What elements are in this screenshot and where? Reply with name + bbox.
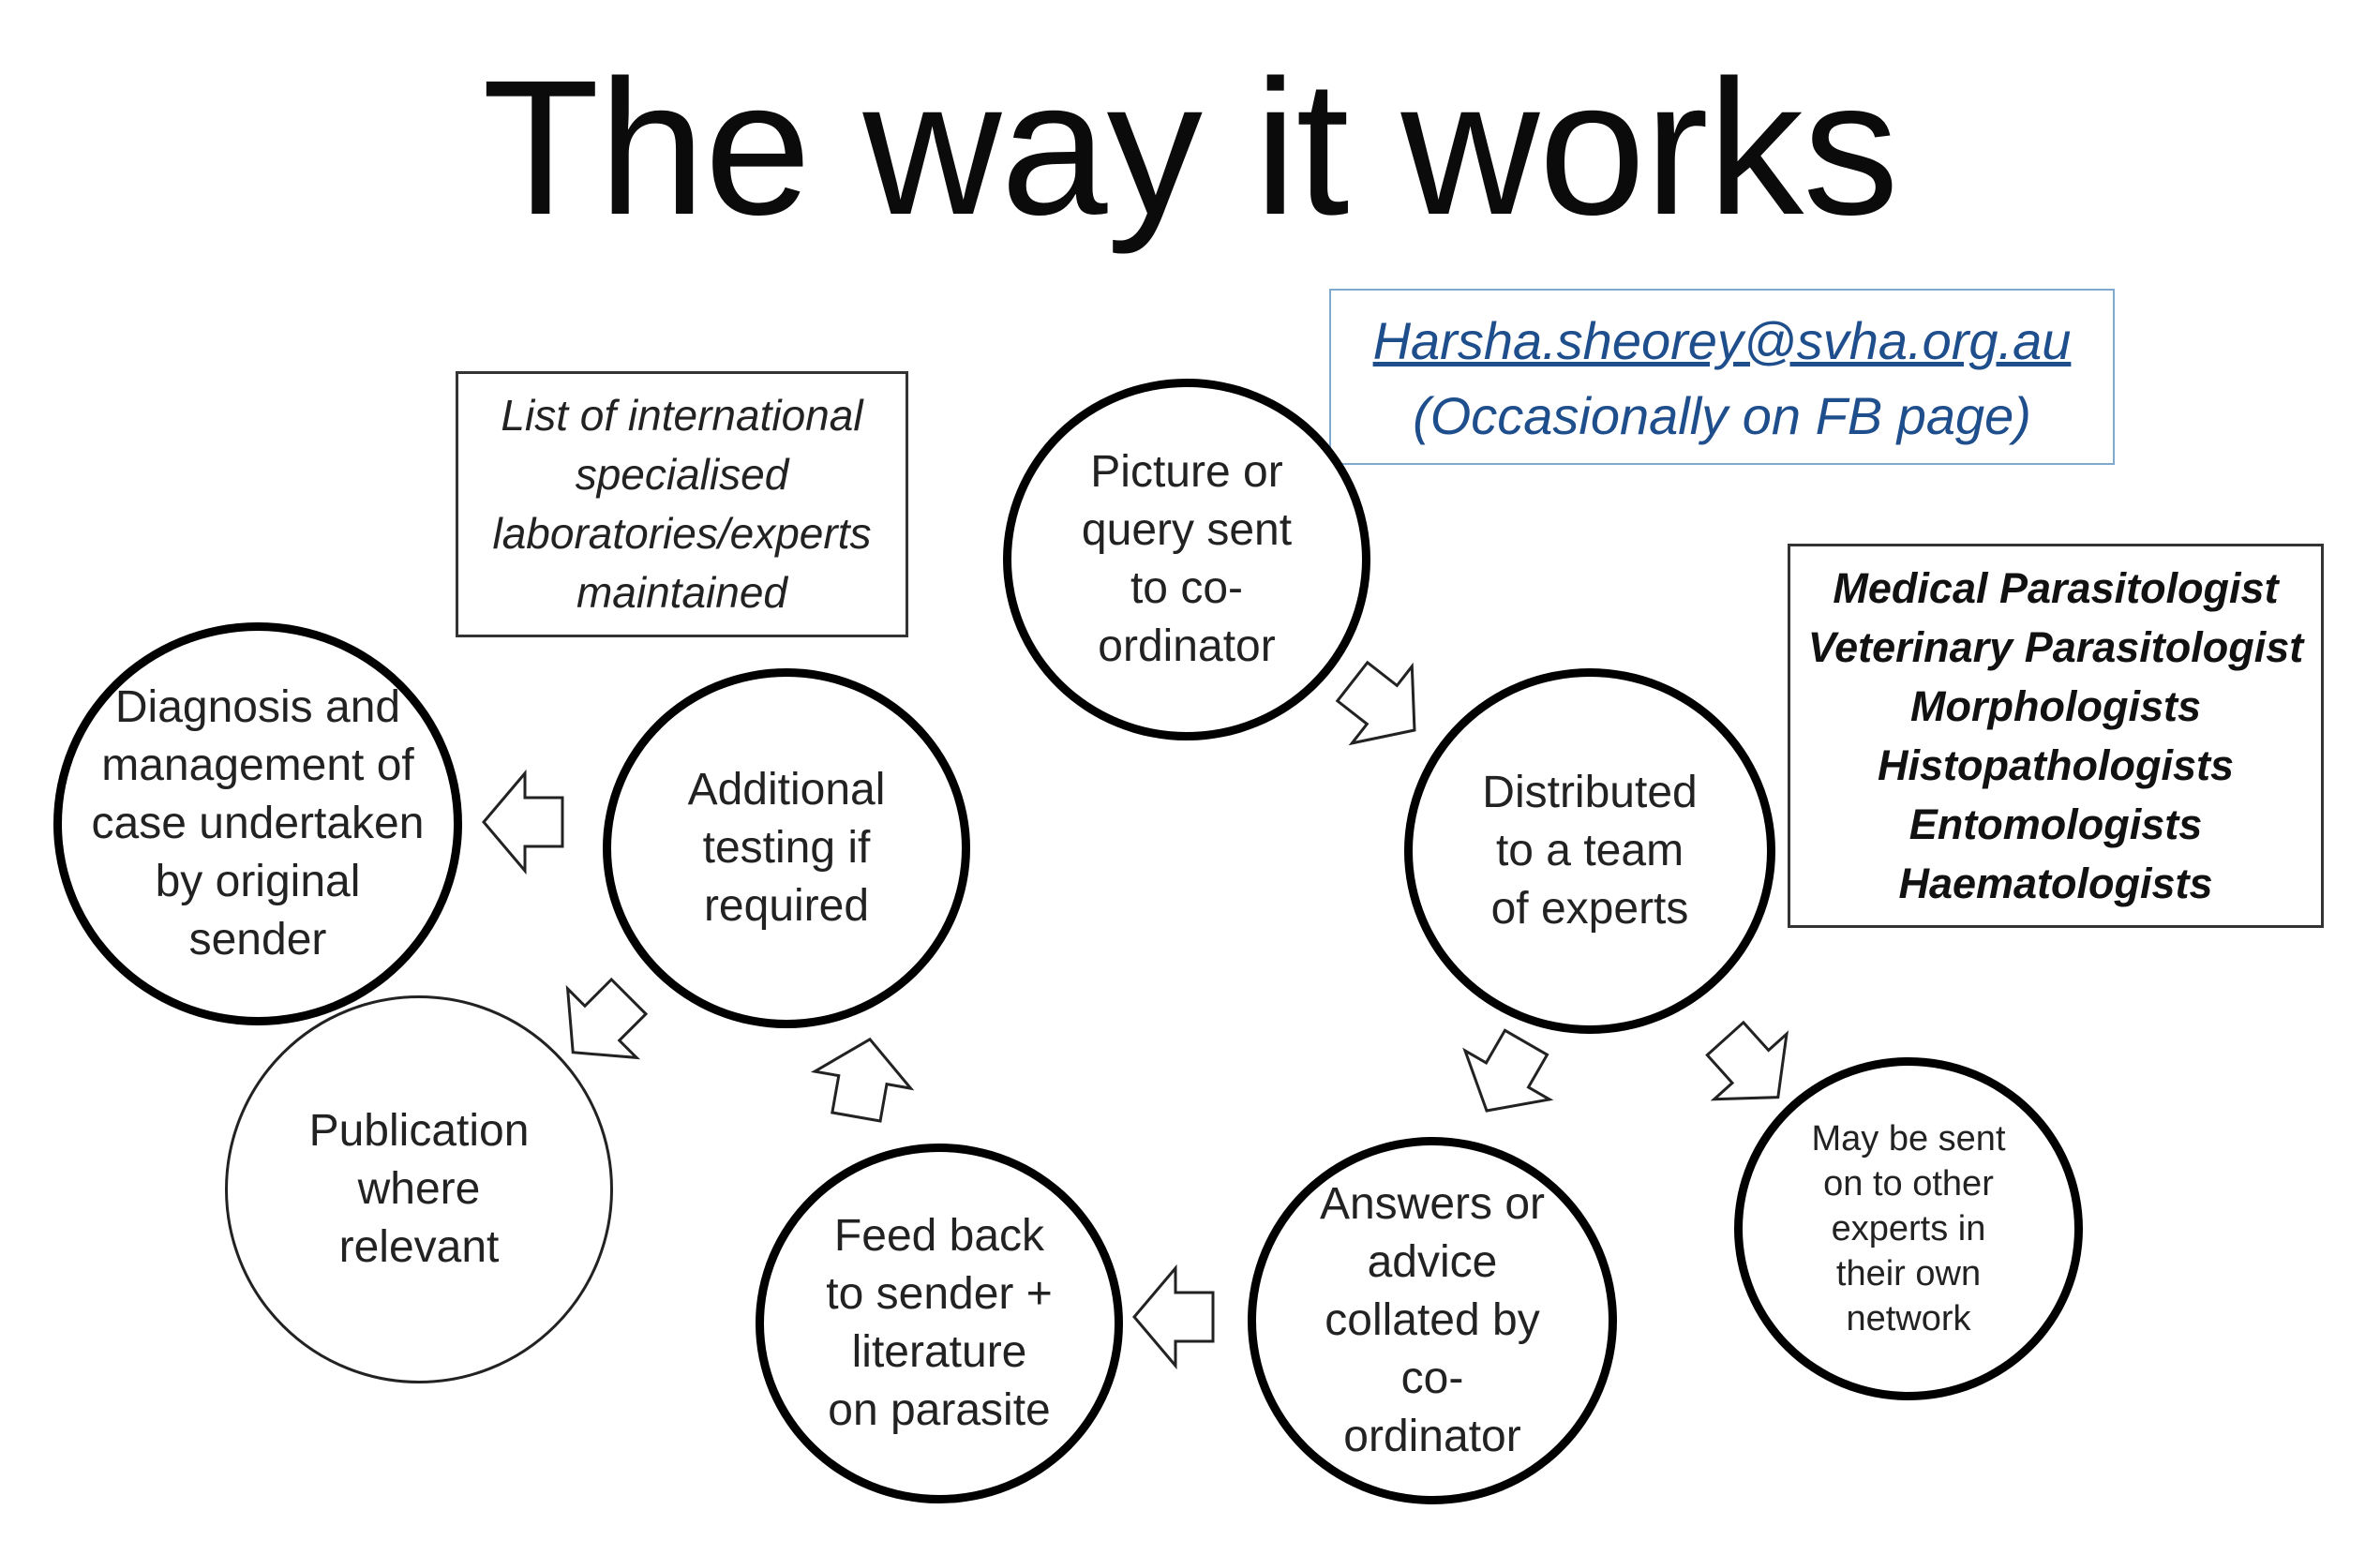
step-additional-label: Additional testing if required: [687, 765, 886, 931]
step-diagnosis: Diagnosis and management of case underta…: [53, 622, 462, 1025]
arrow-to-diagnosis: [482, 771, 564, 873]
step-network: May be sent on to other experts in their…: [1734, 1057, 2083, 1400]
step-feedback-label: Feed back to sender + literature on para…: [826, 1211, 1053, 1435]
step-distributed-label: Distributed to a team of experts: [1482, 768, 1698, 934]
experts-box-text: Medical Parasitologist Veterinary Parasi…: [1807, 564, 2304, 907]
step-distributed: Distributed to a team of experts: [1404, 668, 1775, 1034]
step-picture: Picture or query sent to co- ordinator: [1003, 379, 1370, 740]
step-feedback: Feed back to sender + literature on para…: [756, 1144, 1123, 1503]
step-publication-label: Publication where relevant: [308, 1106, 530, 1272]
arrow-to-additional: [806, 1029, 920, 1128]
contact-box: Harsha.sheorey@svha.org.au (Occasionally…: [1329, 289, 2115, 465]
arrow-to-distributed: [1321, 641, 1446, 770]
list-box-text: List of international specialised labora…: [492, 391, 872, 617]
step-publication: Publication where relevant: [225, 995, 613, 1383]
step-picture-label: Picture or query sent to co- ordinator: [1081, 447, 1293, 671]
page-title: The way it works: [482, 40, 1899, 255]
step-answers: Answers or advice collated by co- ordina…: [1248, 1137, 1617, 1504]
contact-note: (Occasionally on FB page): [1413, 386, 2031, 445]
step-diagnosis-label: Diagnosis and management of case underta…: [91, 682, 425, 964]
contact-email-link[interactable]: Harsha.sheorey@svha.org.au: [1372, 311, 2072, 370]
step-additional: Additional testing if required: [603, 668, 970, 1028]
experts-box: Medical Parasitologist Veterinary Parasi…: [1788, 544, 2324, 928]
arrow-to-answers: [1443, 1016, 1570, 1137]
step-network-label: May be sent on to other experts in their…: [1811, 1119, 2006, 1338]
list-box: List of international specialised labora…: [456, 371, 908, 637]
arrow-to-feedback: [1132, 1266, 1215, 1368]
step-answers-label: Answers or advice collated by co- ordina…: [1319, 1179, 1546, 1461]
